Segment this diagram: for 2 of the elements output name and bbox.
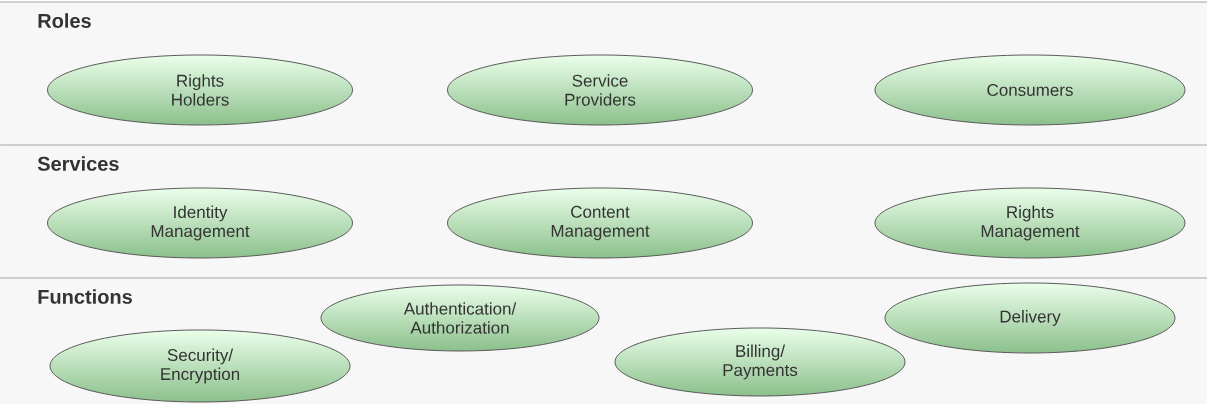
node-label: Roles bbox=[38, 13, 91, 28]
node-label: Services bbox=[37, 156, 119, 171]
